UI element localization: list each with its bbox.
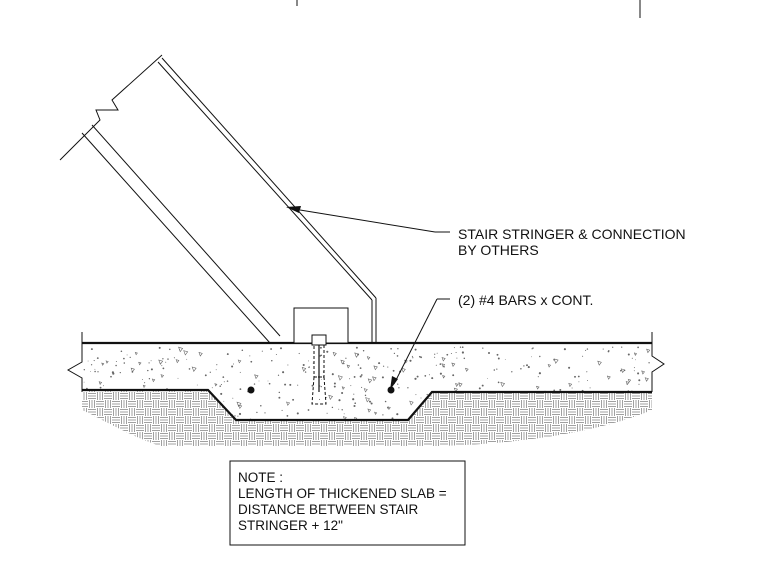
base-connection: [293, 307, 349, 405]
note-line3: STRINGER + 12": [238, 518, 343, 533]
break-line-right: [651, 332, 665, 392]
callout-stringer-line1: STAIR STRINGER & CONNECTION: [458, 226, 686, 242]
note-line2: DISTANCE BETWEEN STAIR: [238, 502, 419, 517]
note-title: NOTE :: [238, 470, 283, 485]
note-line1: LENGTH OF THICKENED SLAB =: [238, 486, 447, 501]
callout-stringer-line2: BY OTHERS: [458, 242, 539, 258]
rebar-1: [247, 386, 255, 394]
note-box: NOTE : LENGTH OF THICKENED SLAB = DISTAN…: [229, 460, 466, 546]
stair-stringer: [59, 54, 377, 344]
rebar-2: [387, 386, 395, 394]
callout-rebar: (2) #4 BARS x CONT.: [458, 292, 593, 308]
leader-stringer: [286, 206, 450, 233]
leader-rebar: [390, 298, 450, 390]
break-line-left: [66, 332, 83, 392]
